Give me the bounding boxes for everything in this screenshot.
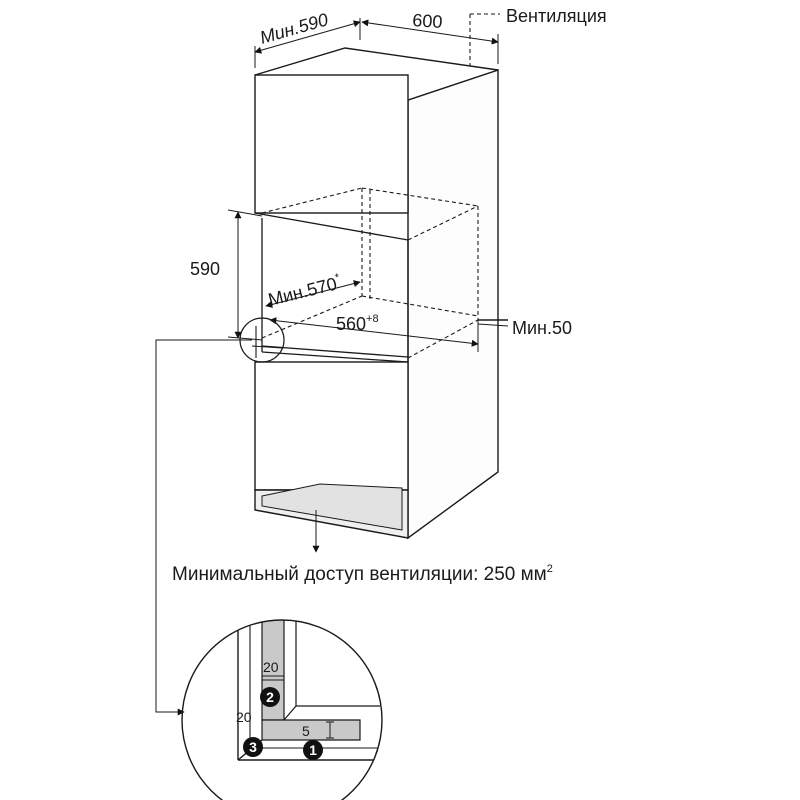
marker-1: 1 <box>303 740 323 760</box>
plinth-back <box>261 483 403 531</box>
svg-text:2: 2 <box>266 689 274 705</box>
svg-text:1: 1 <box>309 742 317 758</box>
lower-door <box>254 361 409 491</box>
detail-gap-side-label: 20 <box>236 709 252 725</box>
detail-gap-bottom-label: 5 <box>302 723 310 739</box>
svg-text:3: 3 <box>249 739 257 755</box>
marker-3: 3 <box>243 737 263 757</box>
cabinet-side-panel <box>407 69 499 540</box>
dimension-lines <box>155 18 509 716</box>
min-depth-label: Мин.590 <box>258 9 331 48</box>
inner-width-value: 560 <box>336 314 366 334</box>
detail-floor-board <box>261 719 361 741</box>
inner-width-tolerance: +8 <box>366 313 379 325</box>
detail-gap-top-label: 20 <box>263 659 279 675</box>
detail-view: 20 20 5 1 2 3 <box>181 619 383 800</box>
ventilation-note: Минимальный доступ вентиляции: 250 мм2 <box>172 563 553 585</box>
upper-door <box>254 74 409 214</box>
niche-height-label: 590 <box>190 259 220 279</box>
ventilation-note-text: Минимальный доступ вентиляции: 250 мм <box>172 564 547 585</box>
min-inner-width-mark: * <box>334 271 342 284</box>
marker-2: 2 <box>260 687 280 707</box>
min-gap-label: Мин.50 <box>512 318 572 338</box>
detail-callout-circle <box>239 317 285 363</box>
width-label: 600 <box>412 10 443 32</box>
ventilation-note-unit-power: 2 <box>547 563 553 575</box>
inner-width-label: 560+8 <box>336 313 379 334</box>
ventilation-label: Вентиляция <box>506 6 607 26</box>
min-inner-width-value: Мин.570 <box>266 274 339 310</box>
min-inner-width-label: Мин.570* <box>266 271 344 310</box>
cabinet <box>254 47 499 540</box>
